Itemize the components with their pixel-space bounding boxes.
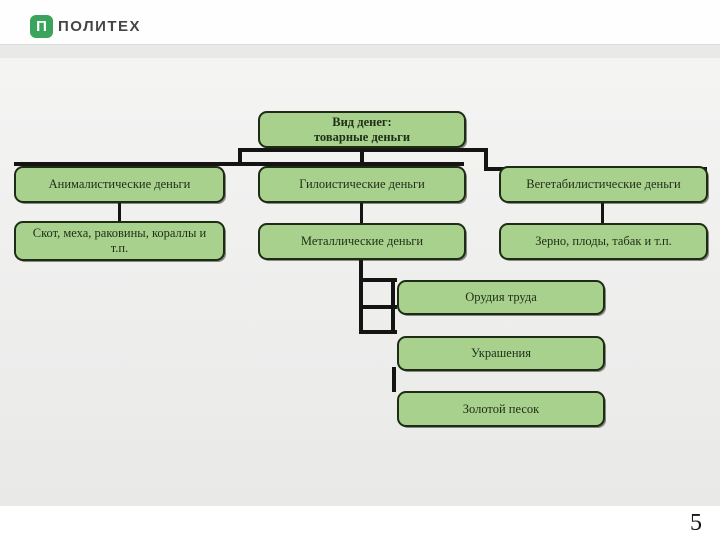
connector-gold-stub <box>392 367 396 392</box>
page-number: 5 <box>690 510 702 536</box>
connector-rung-tools <box>359 278 397 282</box>
diagram-node-gold-dust: Золотой песок <box>397 391 605 427</box>
polytech-logo-wordmark: ПОЛИТЕХ <box>58 18 142 35</box>
header-divider-strip <box>0 44 720 58</box>
diagram-node-cattle-furs: Скот, меха, раковины, кораллы и т.п. <box>14 221 225 261</box>
polytech-logo: П ПОЛИТЕХ <box>30 15 141 38</box>
connector-vegetabilistic-drop <box>601 202 604 224</box>
diagram-node-tools: Орудия труда <box>397 280 605 315</box>
connector-animalistic-drop <box>118 202 121 222</box>
connector-rung-middle <box>359 305 397 309</box>
diagram-node-decorations: Украшения <box>397 336 605 371</box>
connector-right-riser <box>484 148 488 171</box>
connector-rung-rail <box>391 278 395 334</box>
diagram-node-root: Вид денег: товарные деньги <box>258 111 466 148</box>
connector-hyloistic-drop <box>360 202 363 224</box>
diagram-node-grain-fruit: Зерно, плоды, табак и т.п. <box>499 223 708 260</box>
polytech-logo-icon: П <box>30 15 53 38</box>
connector-root-middle <box>360 146 364 166</box>
diagram-node-animalistic: Анималистические деньги <box>14 166 225 203</box>
footer-band <box>0 506 720 540</box>
connector-metallic-trunk <box>359 258 363 334</box>
diagram-node-vegetabilistic: Вегетабилистические деньги <box>499 166 708 203</box>
diagram-node-hyloistic: Гилоистические деньги <box>258 166 466 203</box>
connector-left-rail <box>14 162 464 166</box>
diagram-node-metallic: Металлические деньги <box>258 223 466 260</box>
connector-rung-decorations <box>359 330 397 334</box>
header-band <box>0 0 720 44</box>
connector-left-riser <box>238 148 242 165</box>
